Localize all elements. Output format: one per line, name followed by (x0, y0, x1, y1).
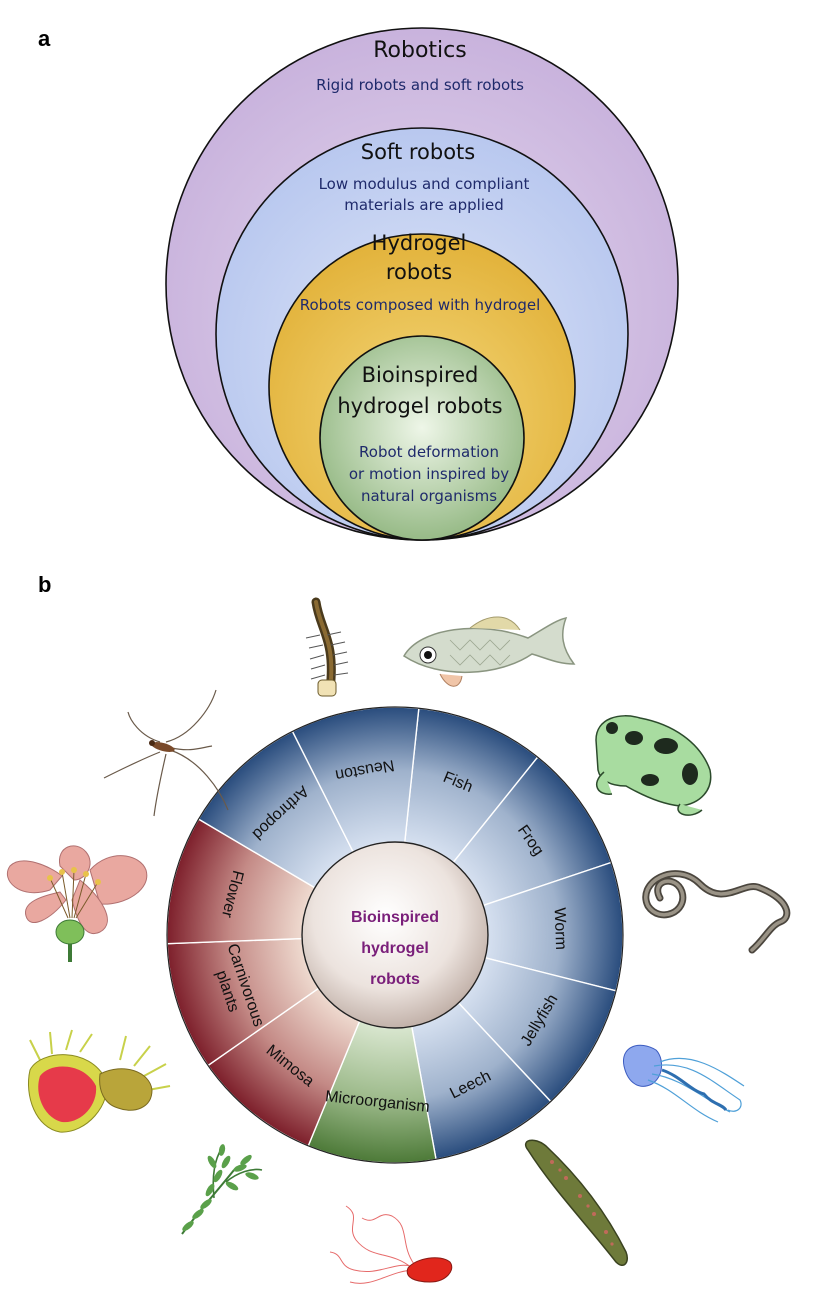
wheel-outline (166, 706, 624, 1164)
centipede-icon (305, 597, 349, 697)
venus-flytrap-icon (28, 1029, 171, 1133)
jellyfish-icon (623, 1044, 745, 1123)
robotics-subtitle: Rigid robots and soft robots (316, 76, 524, 94)
flower-icon (7, 845, 148, 962)
fish-icon (403, 616, 576, 687)
soft-robots-subtitle-2: materials are applied (344, 196, 504, 214)
bioinspired-subtitle-2: or motion inspired by (349, 465, 509, 483)
panel-label-b: b (38, 572, 51, 597)
leech-icon (525, 1139, 628, 1266)
center-text-1: Bioinspired (351, 909, 439, 926)
organism-wheel (166, 706, 624, 1164)
water-strider-icon (103, 689, 229, 817)
bioinspired-subtitle-3: natural organisms (361, 487, 497, 505)
mimosa-icon (181, 1144, 263, 1235)
wheel-center (301, 841, 489, 1029)
bioinspired-title-2: hydrogel robots (337, 394, 502, 418)
nested-circles-diagram: Robotics Rigid robots and soft robots So… (165, 27, 679, 541)
microorganism-icon (329, 1205, 453, 1284)
hydrogel-title-2: robots (386, 260, 452, 284)
soft-robots-subtitle-1: Low modulus and compliant (319, 175, 530, 193)
robotics-title: Robotics (373, 38, 466, 63)
center-text-3: robots (370, 971, 420, 988)
worm-icon (642, 870, 791, 954)
soft-robots-title: Soft robots (361, 140, 476, 164)
center-text-2: hydrogel (361, 940, 429, 957)
wheel-label-worm: Worm (551, 907, 570, 950)
bioinspired-subtitle-1: Robot deformation (359, 443, 499, 461)
bioinspired-circle (319, 335, 525, 541)
frog-icon (595, 715, 712, 816)
hydrogel-title-1: Hydrogel (372, 231, 467, 255)
bioinspired-title-1: Bioinspired (362, 363, 479, 387)
panel-label-a: a (38, 26, 51, 51)
hydrogel-subtitle: Robots composed with hydrogel (300, 296, 541, 314)
